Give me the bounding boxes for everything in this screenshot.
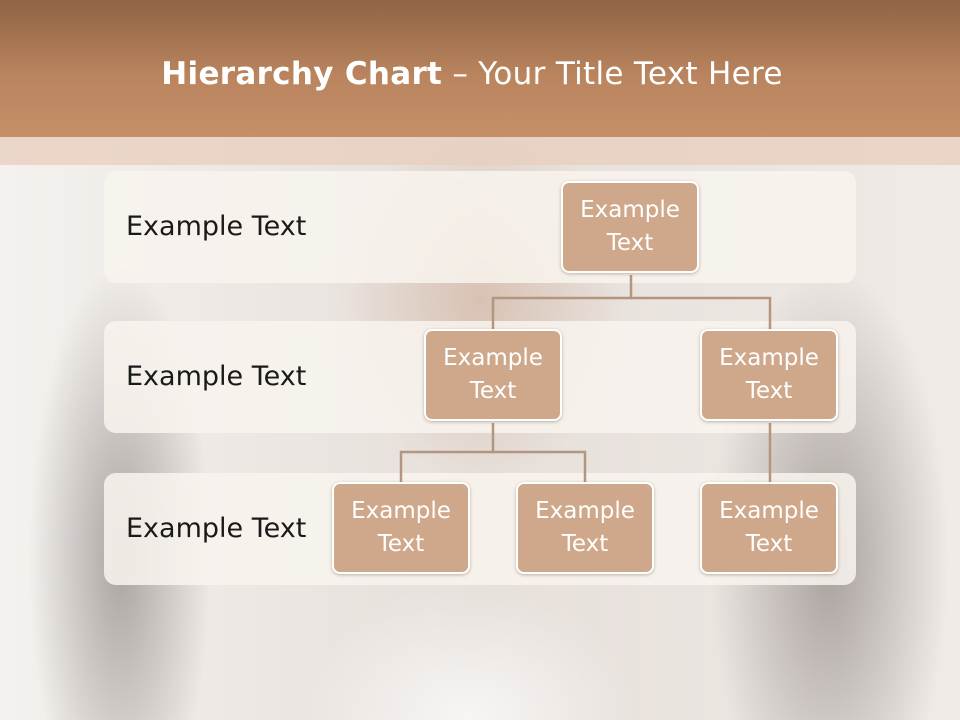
node-root[interactable]: Example Text xyxy=(561,181,699,273)
level-label-3[interactable]: Example Text xyxy=(126,513,307,544)
node-level2-left[interactable]: Example Text xyxy=(424,329,562,421)
slide-title-bold: Hierarchy Chart xyxy=(161,56,443,92)
connector-level2-left-to-level3 xyxy=(399,423,495,482)
node-level3-c[interactable]: Example Text xyxy=(700,482,838,574)
node-level3-a[interactable]: Example Text xyxy=(332,482,470,574)
connector-root-to-level2 xyxy=(491,275,633,329)
node-level2-right[interactable]: Example Text xyxy=(700,329,838,421)
level-band-1: Example Text xyxy=(104,171,856,283)
title-bar-stripe xyxy=(0,137,960,165)
slide-title[interactable]: Hierarchy Chart – Your Title Text Here xyxy=(0,56,944,92)
connector-level2-left-to-level3-b xyxy=(493,450,587,482)
connector-root-to-level2-right xyxy=(631,296,772,329)
title-bar xyxy=(0,0,960,137)
slide-title-rest: – Your Title Text Here xyxy=(442,56,783,92)
node-level3-b[interactable]: Example Text xyxy=(516,482,654,574)
level-label-1[interactable]: Example Text xyxy=(126,211,307,242)
level-label-2[interactable]: Example Text xyxy=(126,361,307,392)
